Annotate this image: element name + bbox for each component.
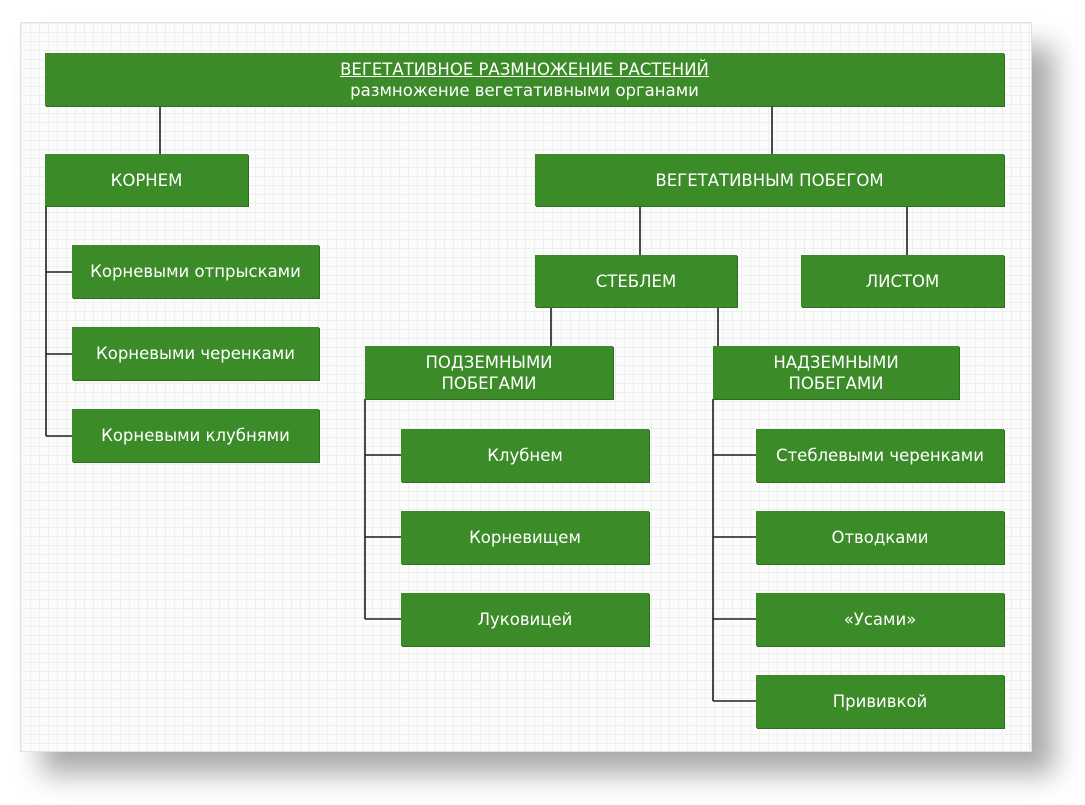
stem-box: СТЕБЛЕМ <box>535 255 737 307</box>
stem-label: СТЕБЛЕМ <box>595 271 677 291</box>
top-subtitle: размножение вегетативными органами <box>350 80 699 100</box>
shoot-box: ВЕГЕТАТИВНЫМ ПОБЕГОМ <box>535 154 1004 206</box>
underground-item-2: Корневищем <box>401 511 649 564</box>
aboveground-label-line1: НАДЗЕМНЫМИ <box>773 352 899 372</box>
underground-item-1: Клубнем <box>401 429 649 482</box>
root-item-label: Корневыми клубнями <box>101 426 290 445</box>
underground-item-3: Луковицей <box>401 593 649 646</box>
root-item-label: Корневыми отпрысками <box>90 262 301 281</box>
root-item-1: Корневыми отпрысками <box>72 245 319 298</box>
root-item-2: Корневыми черенками <box>72 327 319 380</box>
root-item-3: Корневыми клубнями <box>72 409 319 462</box>
underground-box: ПОДЗЕМНЫМИ ПОБЕГАМИ <box>365 346 613 399</box>
aboveground-item-1: Стеблевыми черенками <box>756 429 1004 482</box>
aboveground-item-label: Прививкой <box>832 692 928 711</box>
aboveground-item-2: Отводками <box>756 511 1004 564</box>
underground-item-label: Корневищем <box>469 528 581 547</box>
leaf-label: ЛИСТОМ <box>865 271 940 291</box>
shoot-label: ВЕГЕТАТИВНЫМ ПОБЕГОМ <box>655 170 884 190</box>
underground-label-line1: ПОДЗЕМНЫМИ <box>425 352 553 372</box>
aboveground-label-line2: ПОБЕГАМИ <box>788 373 884 393</box>
root-label: КОРНЕМ <box>110 170 183 190</box>
top-title: ВЕГЕТАТИВНОЕ РАЗМНОЖЕНИЕ РАСТЕНИЙ <box>340 59 709 79</box>
aboveground-box: НАДЗЕМНЫМИ ПОБЕГАМИ <box>713 346 959 399</box>
underground-label-line2: ПОБЕГАМИ <box>441 373 537 393</box>
aboveground-item-4: Прививкой <box>756 675 1004 728</box>
underground-item-label: Клубнем <box>487 446 563 465</box>
leaf-box: ЛИСТОМ <box>801 255 1004 307</box>
aboveground-item-label: Отводками <box>831 528 929 547</box>
aboveground-item-label: «Усами» <box>843 610 917 629</box>
root-box: КОРНЕМ <box>45 154 248 206</box>
aboveground-item-3: «Усами» <box>756 593 1004 646</box>
aboveground-item-label: Стеблевыми черенками <box>776 446 984 465</box>
top-box: ВЕГЕТАТИВНОЕ РАЗМНОЖЕНИЕ РАСТЕНИЙ размно… <box>45 53 1004 106</box>
underground-item-label: Луковицей <box>477 610 573 629</box>
root-item-label: Корневыми черенками <box>96 344 295 363</box>
